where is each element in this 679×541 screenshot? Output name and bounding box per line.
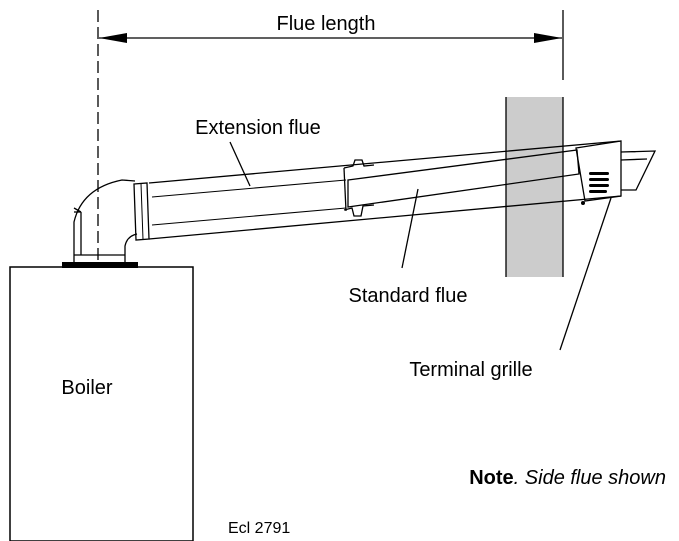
figure-code: Ecl 2791 bbox=[228, 520, 290, 537]
terminal-grille-label: Terminal grille bbox=[409, 359, 532, 381]
extension-flue-tube bbox=[148, 140, 622, 240]
note-bold: Note bbox=[469, 467, 513, 489]
standard-flue-label: Standard flue bbox=[349, 285, 468, 307]
standard-flue-tube bbox=[347, 149, 580, 208]
boiler-case bbox=[9, 266, 194, 541]
terminal-grille-leader bbox=[559, 197, 612, 351]
extension-flue-label: Extension flue bbox=[195, 117, 321, 139]
flue-length-dimension: Flue length bbox=[97, 10, 564, 305]
note-italic: . Side flue shown bbox=[514, 467, 666, 489]
wall bbox=[505, 97, 564, 277]
boiler: Boiler bbox=[9, 266, 194, 541]
flue-terminal bbox=[575, 140, 657, 205]
flue-length-label: Flue length bbox=[277, 13, 376, 35]
wall-section bbox=[506, 97, 563, 277]
flue-assembly bbox=[62, 140, 657, 268]
standard-flue-leader bbox=[401, 188, 419, 269]
note-text: Note. Side flue shown bbox=[469, 467, 666, 489]
flue-elbow bbox=[73, 179, 150, 262]
extension-flue-leader bbox=[229, 141, 251, 187]
terminal-grille bbox=[589, 172, 609, 193]
dimension-arrow-left bbox=[99, 33, 127, 43]
flue-joint bbox=[343, 159, 375, 217]
boiler-label: Boiler bbox=[61, 377, 112, 399]
dimension-arrow-right bbox=[534, 33, 562, 43]
adaptor-plate bbox=[62, 262, 138, 268]
